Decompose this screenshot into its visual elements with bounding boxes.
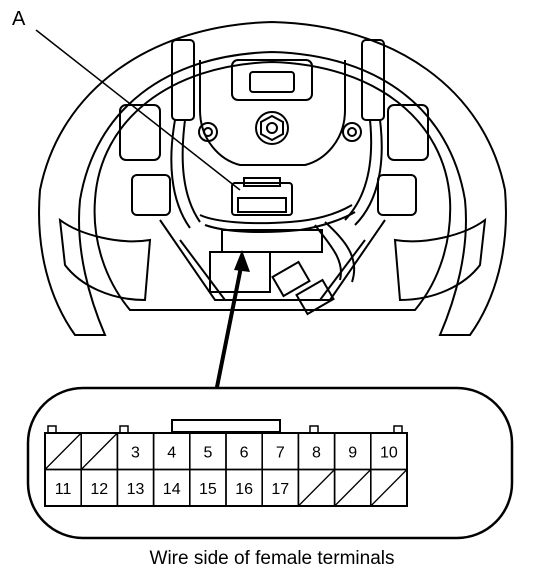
- terminal-number: 3: [131, 444, 140, 461]
- callout-label-a: A: [12, 8, 26, 30]
- callout-leader-line: [35, 29, 241, 191]
- terminal-number: 8: [312, 444, 321, 461]
- terminal-number: 9: [348, 444, 357, 461]
- connector-caption: Wire side of female terminals: [149, 548, 395, 569]
- blocked-terminal-mark: [44, 432, 82, 470]
- detail-pointer-arrow: [214, 250, 250, 393]
- terminal-number: 11: [55, 481, 72, 498]
- steering-wheel-illustration: [38, 20, 507, 336]
- connector-lock-tab: [171, 419, 281, 433]
- connector-detail: 3 4 5 6 7 8 9 10 11 12 13 14 15 16 17: [26, 386, 514, 540]
- terminal-number: 12: [90, 481, 108, 498]
- terminal-number: 6: [240, 444, 249, 461]
- terminal-number: 4: [167, 444, 176, 461]
- blocked-terminal-mark: [334, 469, 372, 507]
- terminal-number: 13: [127, 481, 145, 498]
- terminal-number: 7: [276, 444, 285, 461]
- terminal-number: 16: [235, 481, 253, 498]
- terminal-number: 17: [271, 481, 289, 498]
- terminal-number: 14: [163, 481, 181, 498]
- blocked-terminal-mark: [370, 469, 408, 507]
- terminal-number: 10: [380, 444, 398, 461]
- terminal-number: 5: [203, 444, 212, 461]
- terminal-number: 15: [199, 481, 217, 498]
- terminal-cell: [370, 468, 408, 507]
- blocked-terminal-mark: [297, 469, 336, 507]
- blocked-terminal-mark: [80, 432, 118, 470]
